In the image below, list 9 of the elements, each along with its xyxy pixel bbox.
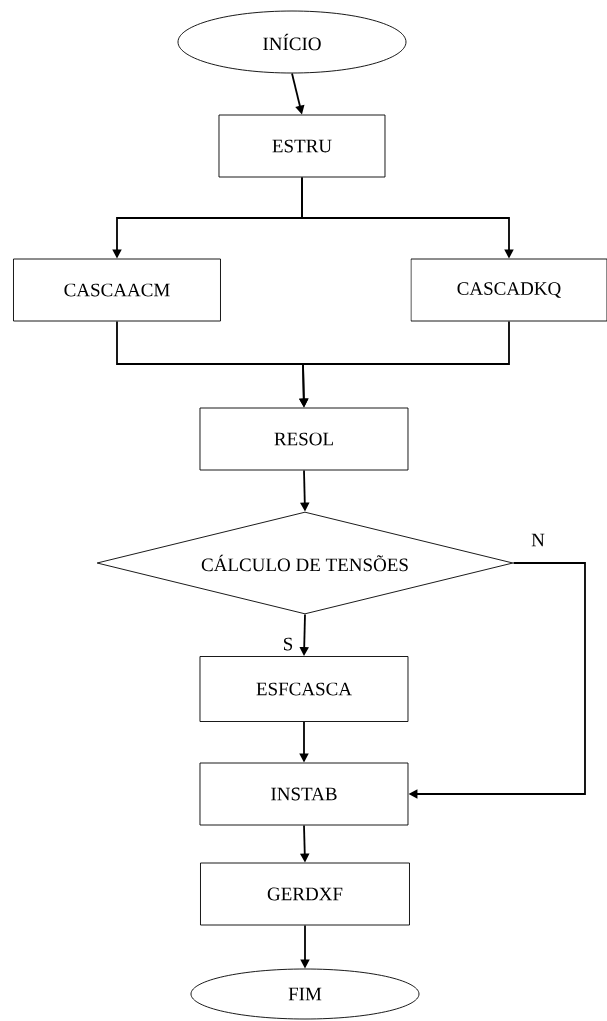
process-box: CASCAACM bbox=[13, 258, 221, 322]
edge-label: N bbox=[530, 532, 546, 548]
process-box: ESFCASCA bbox=[199, 656, 409, 722]
process-box: ESTRU bbox=[218, 114, 386, 178]
process-box: CASCADKQ bbox=[410, 258, 607, 322]
process-box: GERDXF bbox=[200, 862, 410, 926]
edge-label: S bbox=[281, 636, 295, 652]
process-box: INSTAB bbox=[199, 762, 409, 826]
process-box: RESOL bbox=[199, 407, 409, 471]
